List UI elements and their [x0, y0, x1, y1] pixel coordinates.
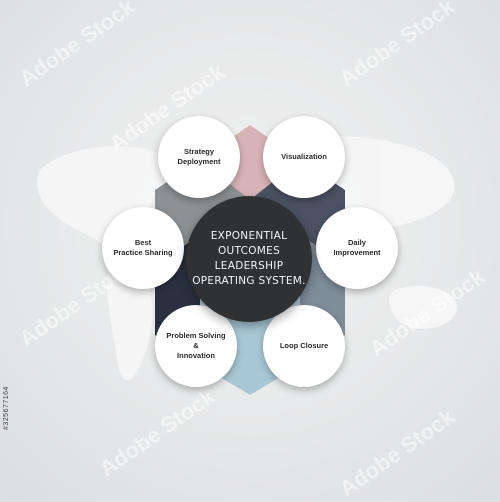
center-title: EXPONENTIAL OUTCOMES LEADERSHIP OPERATIN… [192, 229, 306, 288]
node-label: Daily Improvement [333, 238, 381, 257]
node-label: Problem Solving & Innovation [166, 331, 226, 360]
center-circle: EXPONENTIAL OUTCOMES LEADERSHIP OPERATIN… [186, 196, 312, 322]
stock-id-label: #325677164 [3, 386, 10, 430]
node-visualization: Visualization [263, 116, 345, 198]
node-daily-improvement: Daily Improvement [316, 207, 398, 289]
node-label: Strategy Deployment [177, 147, 221, 166]
node-label: Visualization [281, 152, 327, 162]
node-best-practice-sharing: Best Practice Sharing [102, 207, 184, 289]
node-problem-solving: Problem Solving & Innovation [155, 305, 237, 387]
node-loop-closure: Loop Closure [263, 305, 345, 387]
node-label: Best Practice Sharing [113, 238, 173, 257]
node-strategy-deployment: Strategy Deployment [158, 116, 240, 198]
node-label: Loop Closure [279, 341, 329, 351]
